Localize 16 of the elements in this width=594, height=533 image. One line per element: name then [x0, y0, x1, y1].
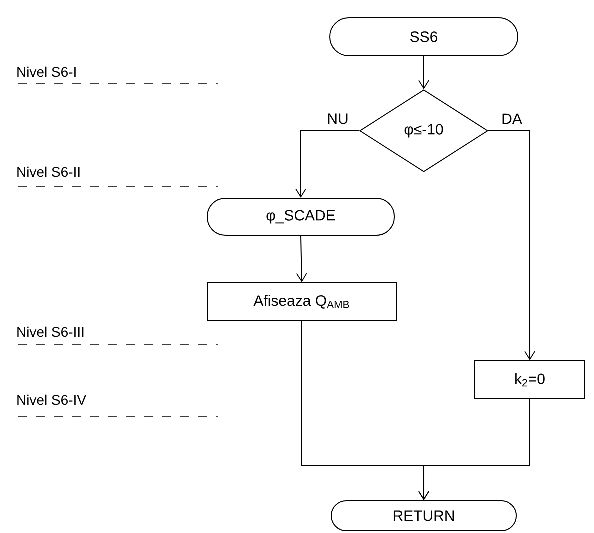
- arrow: [296, 130, 360, 198]
- level-label: Nivel S6-II: [18, 166, 80, 178]
- process-box: k$_{2}$=0: [474, 360, 586, 400]
- arrow: [418, 56, 430, 90]
- terminal-box: RETURN: [331, 500, 517, 532]
- arrow: [296, 236, 308, 282]
- edge-label: NU: [326, 112, 350, 126]
- edge-label: DA: [500, 112, 524, 126]
- process-box: Afiseaza Q$_{AMB}$: [207, 282, 397, 322]
- terminal-box: φ_SCADE: [207, 198, 395, 236]
- level-label: Nivel S6-III: [18, 326, 84, 338]
- arrow: [418, 399, 530, 500]
- terminal-box: SS6: [330, 18, 518, 56]
- arrow: [488, 130, 536, 360]
- level-label: Nivel S6-IV: [18, 394, 86, 406]
- level-label: Nivel S6-I: [18, 66, 76, 78]
